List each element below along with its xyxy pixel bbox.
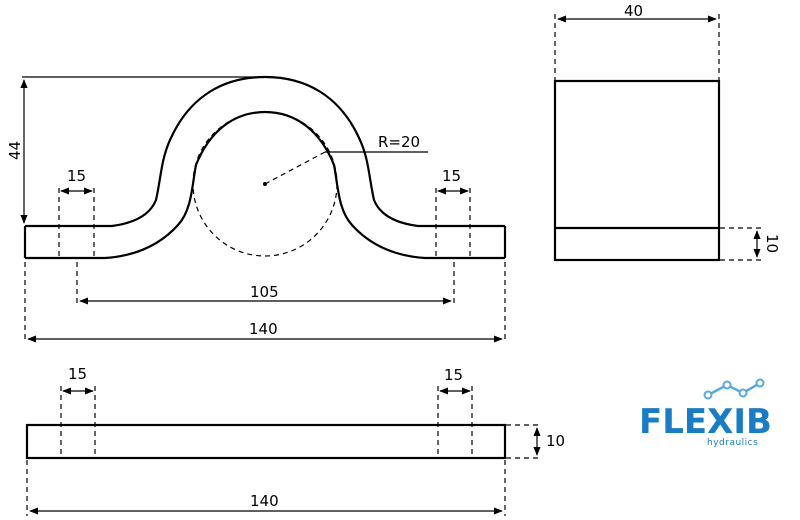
spacing-label: 105 — [250, 283, 279, 301]
plan-left-slot-label: 15 — [68, 365, 87, 383]
hidden-bore-circle — [192, 111, 338, 257]
front-outer-profile — [25, 75, 505, 228]
radius-leader — [264, 151, 326, 185]
plan-outline — [25, 423, 507, 460]
plan-view: 15 15 10 140 — [25, 365, 565, 516]
side-thickness-label: 10 — [763, 234, 781, 253]
plan-right-slot-label: 15 — [444, 366, 463, 384]
height-label: 44 — [6, 141, 24, 160]
logo-tagline: hydraulics — [707, 438, 758, 448]
side-width-label: 40 — [624, 2, 643, 20]
logo-wordmark: FLEXIB — [639, 402, 772, 442]
left-slot-label: 15 — [67, 167, 86, 185]
side-view: 40 10 — [553, 2, 781, 262]
logo-graph-icon — [703, 378, 765, 400]
radius-label: R=20 — [378, 133, 420, 151]
length-label: 140 — [249, 320, 278, 338]
plan-length-label: 140 — [250, 492, 279, 510]
front-inner-profile — [25, 110, 505, 260]
front-view: R=20 44 15 15 105 140 — [6, 75, 507, 343]
side-outline — [553, 79, 721, 262]
plan-thickness-label: 10 — [546, 432, 565, 450]
right-slot-label: 15 — [442, 167, 461, 185]
flexib-logo: FLEXIB hydraulics — [639, 378, 772, 448]
